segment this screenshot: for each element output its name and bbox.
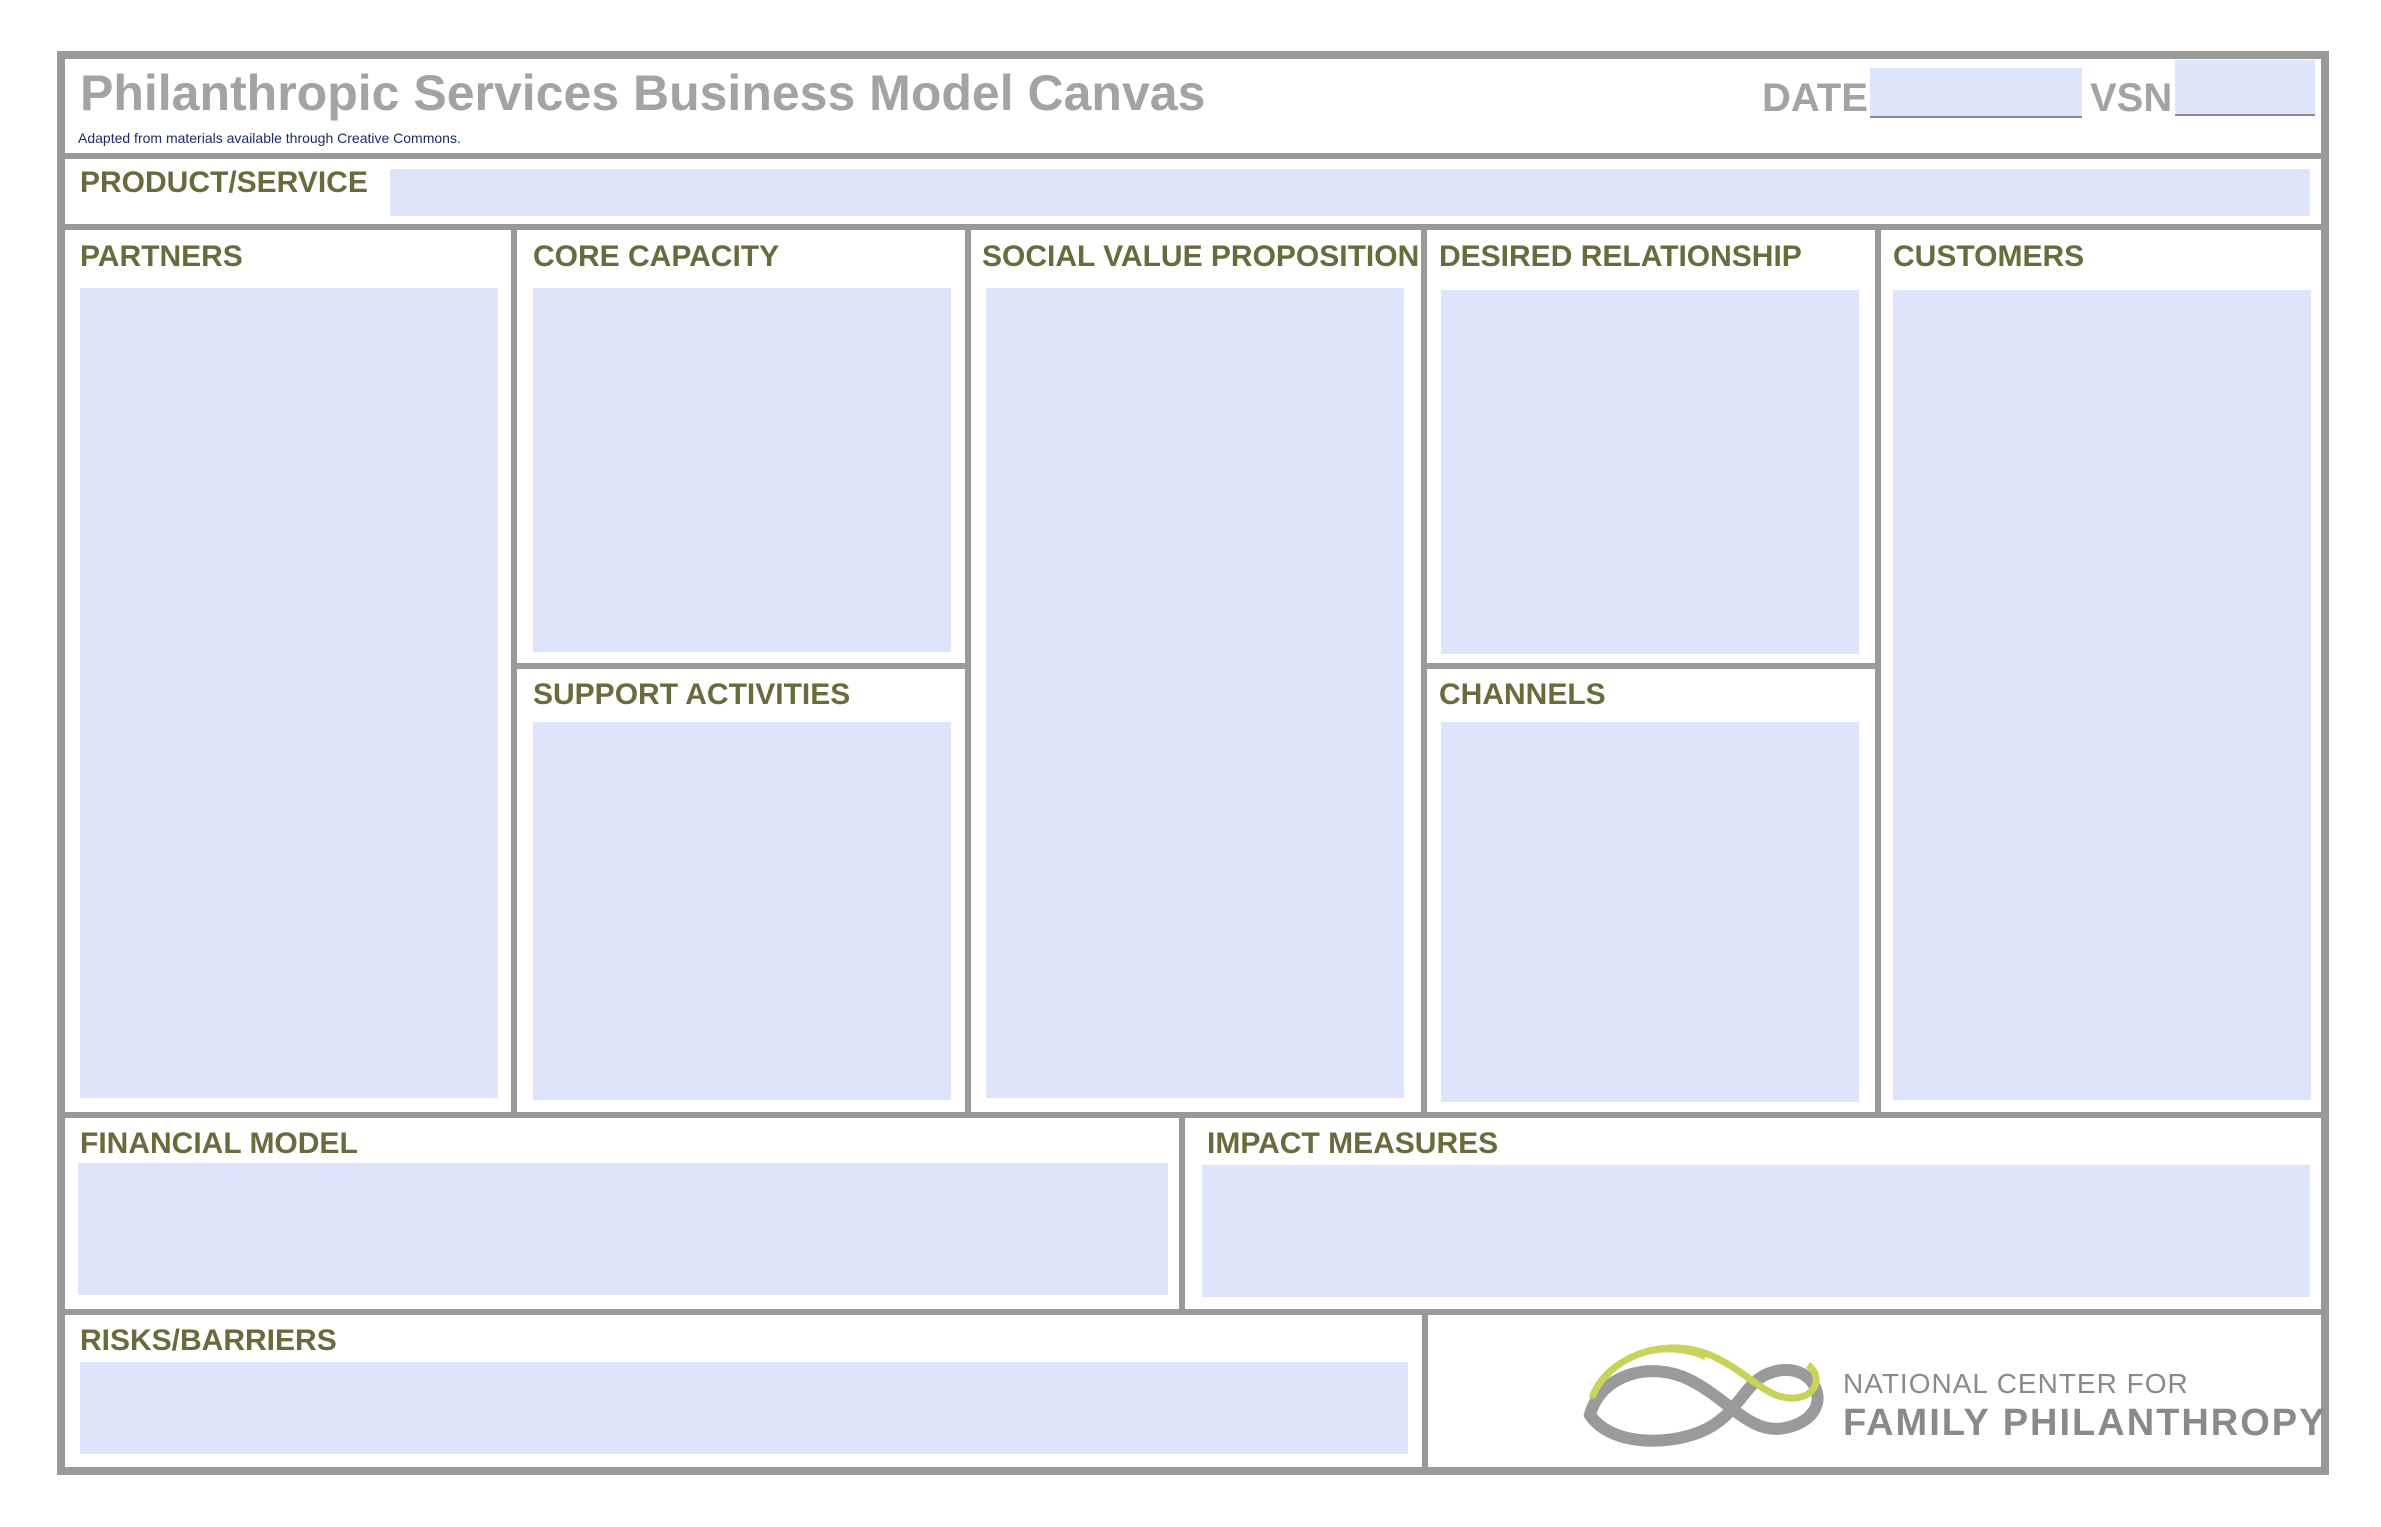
customers-field[interactable] — [1893, 290, 2311, 1100]
desired-relationship-label: DESIRED RELATIONSHIP — [1439, 240, 1802, 273]
date-field[interactable] — [1870, 68, 2082, 118]
logo-text-top: NATIONAL CENTER FOR — [1843, 1368, 2189, 1399]
page-title: Philanthropic Services Business Model Ca… — [80, 65, 1206, 121]
core-capacity-label: CORE CAPACITY — [533, 240, 780, 273]
impact-measures-field[interactable] — [1202, 1165, 2310, 1297]
canvas-frame — [57, 51, 2329, 1475]
desired-relationship-field[interactable] — [1441, 290, 1859, 654]
social-value-proposition-field[interactable] — [986, 288, 1404, 1098]
divider-v-financial — [1179, 1115, 1185, 1312]
support-activities-label: SUPPORT ACTIVITIES — [533, 678, 851, 711]
divider-v-desired — [1875, 227, 1881, 1115]
core-capacity-field[interactable] — [533, 288, 951, 652]
date-label: DATE — [1762, 76, 1868, 120]
divider-product — [65, 224, 2321, 230]
risks-barriers-label: RISKS/BARRIERS — [80, 1324, 337, 1357]
divider-financial-bottom — [65, 1309, 2321, 1315]
impact-measures-label: IMPACT MEASURES — [1207, 1127, 1499, 1160]
divider-main-bottom — [65, 1112, 2321, 1118]
financial-model-field[interactable] — [78, 1163, 1168, 1295]
partners-field[interactable] — [80, 288, 498, 1098]
divider-core-support — [514, 663, 968, 669]
divider-desired-channels — [1424, 663, 1878, 669]
version-field[interactable] — [2175, 60, 2315, 116]
channels-label: CHANNELS — [1439, 678, 1606, 711]
customers-label: CUSTOMERS — [1893, 240, 2085, 273]
partners-label: PARTNERS — [80, 240, 243, 273]
divider-header — [65, 153, 2321, 159]
divider-v-core — [965, 227, 971, 1115]
financial-model-label: FINANCIAL MODEL — [80, 1127, 358, 1160]
logo-text-bottom: FAMILY PHILANTHROPY — [1843, 1402, 2327, 1444]
divider-v-social — [1421, 227, 1427, 1115]
channels-field[interactable] — [1441, 722, 1859, 1102]
divider-v-risks — [1422, 1312, 1428, 1468]
social-value-proposition-label: SOCIAL VALUE PROPOSITION — [982, 240, 1420, 273]
product-service-field[interactable] — [390, 169, 2310, 216]
support-activities-field[interactable] — [533, 722, 951, 1100]
attribution-text: Adapted from materials available through… — [78, 130, 461, 146]
product-service-label: PRODUCT/SERVICE — [80, 166, 368, 199]
infinity-logo-icon — [1583, 1344, 1824, 1447]
version-label: VSN — [2090, 76, 2173, 120]
divider-v-partners — [511, 227, 517, 1115]
risks-barriers-field[interactable] — [80, 1362, 1408, 1454]
